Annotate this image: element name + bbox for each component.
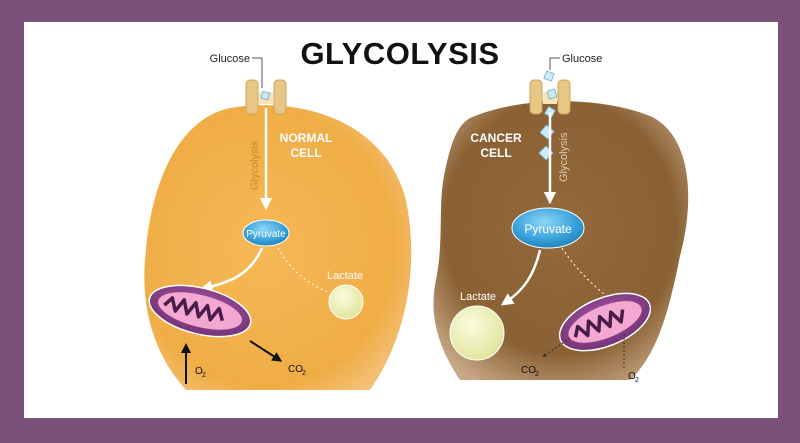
normal-co2-subscript: 2 <box>302 370 306 377</box>
cancer-lactate <box>449 305 505 361</box>
normal-mitochondrion <box>148 284 252 338</box>
cancer-cell-label-line1: CANCER <box>470 131 522 145</box>
normal-glucose-transporter <box>245 79 287 115</box>
cancer-oxygen-subscript: 2 <box>635 377 639 384</box>
normal-pyruvate-to-mito-arrow <box>199 247 264 293</box>
cancer-glucose-transporter <box>529 79 571 115</box>
cancer-cell: Glucose Glycolysis CANCER CELL Pyruvate … <box>433 53 689 384</box>
cancer-pyruvate <box>511 207 585 249</box>
normal-glycolysis-label: Glycolysis <box>249 140 261 190</box>
cancer-glucose-label: Glucose <box>562 53 602 65</box>
normal-cell-label-line2: CELL <box>290 146 321 160</box>
normal-pyruvate-to-lactate-arrow <box>277 247 329 293</box>
cancer-cell-label-line2: CELL <box>480 146 511 160</box>
cancer-co2-label: CO <box>521 365 536 376</box>
cancer-glycolysis-label: Glycolysis <box>558 132 570 182</box>
cancer-pyruvate-to-mito-arrow <box>561 247 607 297</box>
cancer-mitochondrion <box>558 292 652 352</box>
normal-glucose-label: Glucose <box>210 53 250 65</box>
normal-lactate-label: Lactate <box>327 270 363 282</box>
normal-cell-label-line1: NORMAL <box>280 131 333 145</box>
cancer-co2-arrow <box>542 337 571 358</box>
normal-glucose-leader <box>252 57 263 88</box>
normal-pyruvate <box>242 219 290 247</box>
cancer-lactate-label: Lactate <box>460 291 496 303</box>
normal-oxygen-label: O <box>195 366 203 377</box>
normal-lactate <box>328 284 364 320</box>
normal-cell-body <box>144 105 412 390</box>
cancer-pyruvate-label: Pyruvate <box>524 222 572 236</box>
normal-pyruvate-label: Pyruvate <box>246 229 286 240</box>
normal-co2-label: CO <box>288 364 303 375</box>
normal-co2-arrow <box>249 340 283 362</box>
cancer-oxygen-label: O <box>628 371 636 382</box>
normal-oxygen-subscript: 2 <box>202 372 206 379</box>
diagram-title: GLYCOLYSIS <box>300 36 500 71</box>
cancer-co2-subscript: 2 <box>535 371 539 378</box>
normal-cell: Glucose Glycolysis NORMAL CELL Pyruvate … <box>144 53 412 390</box>
cancer-glucose-leader <box>549 57 560 70</box>
cancer-pyruvate-to-lactate-arrow <box>500 249 542 306</box>
